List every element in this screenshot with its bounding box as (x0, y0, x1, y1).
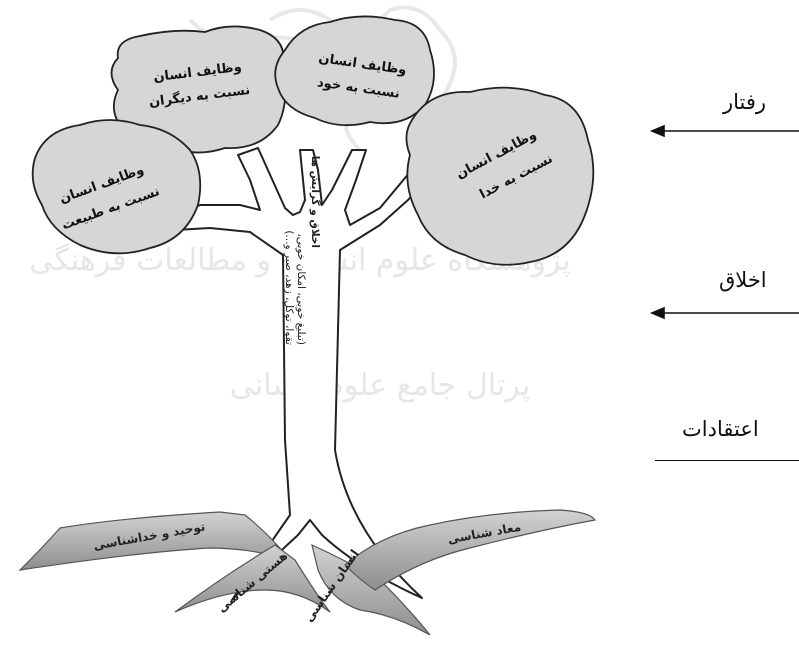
trunk-sub-label-2: تقوا، توکل، زهد، صبر و...) (283, 230, 295, 345)
beliefs-underline (655, 460, 799, 461)
side-label-beliefs: اعتقادات (682, 417, 759, 441)
arrow-ethics-head (649, 306, 665, 320)
trunk-main-label: اخلاق و گرایش ها (309, 156, 322, 248)
cloud-god (405, 86, 595, 266)
root-eschatology (344, 509, 596, 591)
arrows (649, 124, 799, 320)
side-label-behavior: رفتار (723, 90, 767, 114)
arrow-behavior-head (649, 124, 665, 138)
root-tawhid (18, 511, 292, 571)
side-label-ethics: اخلاق (719, 268, 767, 292)
trunk-sub-label-1: (تبلیغ خوبی، امکان خوبی، (295, 233, 307, 345)
cloud-nature (31, 119, 202, 255)
root-ontology (174, 544, 331, 613)
roots (18, 509, 596, 636)
clouds (31, 15, 595, 266)
trunk-labels: اخلاق و گرایش ها (تبلیغ خوبی، امکان خوبی… (283, 156, 322, 345)
cloud-others (110, 25, 287, 154)
root-labels: توحید و خداشناسی هستی شناسی انسان شناسی … (92, 519, 522, 624)
watermark-line2: پرتال جامع علوم انسانی (230, 368, 530, 403)
